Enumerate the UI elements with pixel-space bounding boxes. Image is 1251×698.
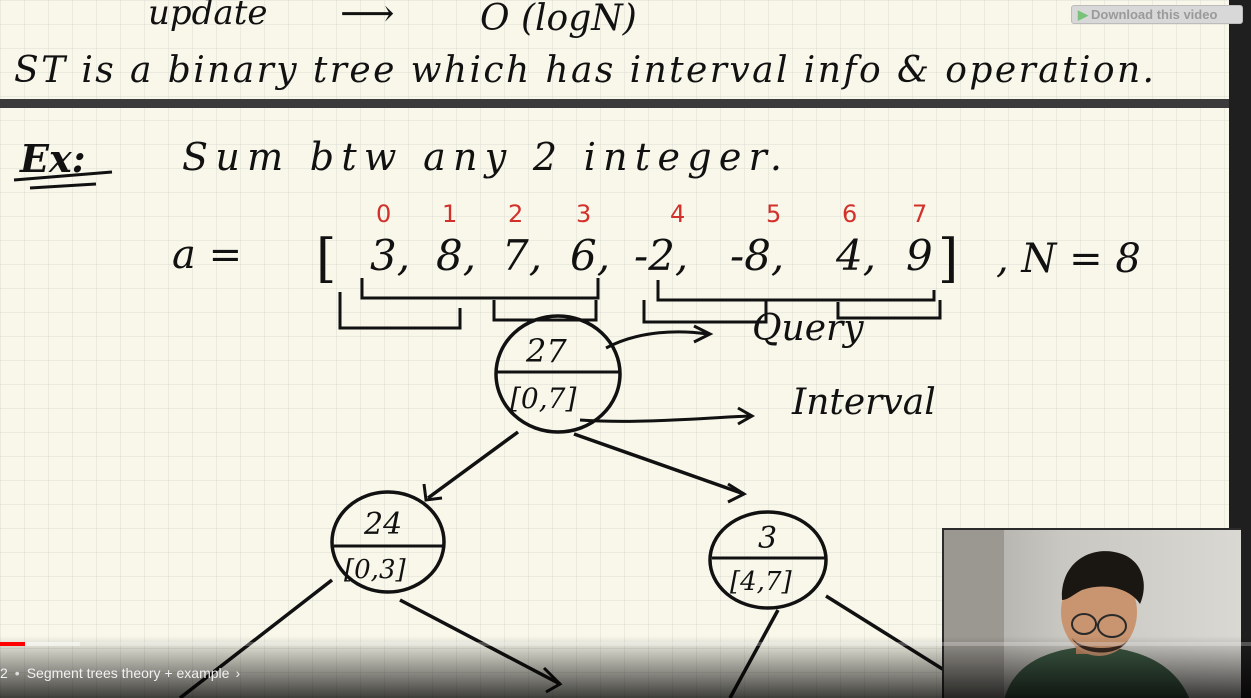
array-elements: 3, 8, 7, 6, -2, -8, 4, 9 xyxy=(370,231,933,280)
left-interval: [0,3] xyxy=(344,555,406,585)
query-arrowhead xyxy=(693,324,714,344)
n-label: , N = 8 xyxy=(996,236,1141,282)
array-element: 8, xyxy=(436,231,476,280)
query-arrow xyxy=(605,330,709,350)
definition-text: ST is a binary tree which has interval i… xyxy=(14,50,1154,91)
array-index: 7 xyxy=(912,200,927,228)
right-scrollbar-gutter xyxy=(1229,0,1251,698)
bracket-0-1 xyxy=(338,292,462,330)
download-video-button[interactable]: ▶ Download this video xyxy=(1071,5,1243,24)
array-index: 1 xyxy=(442,200,457,228)
right-interval: [4,7] xyxy=(730,567,792,597)
chapter-number: 2 xyxy=(0,665,8,681)
array-index: 5 xyxy=(766,200,781,228)
array-index: 3 xyxy=(576,200,591,228)
progress-played xyxy=(0,642,26,646)
array-open-bracket: [ xyxy=(316,229,336,289)
interval-arrowhead xyxy=(737,406,756,426)
bracket-2-3 xyxy=(492,300,598,322)
bracket-right-half xyxy=(656,280,936,302)
array-element: 9 xyxy=(906,231,933,280)
progress-bar[interactable] xyxy=(0,642,1251,646)
query-label: Query xyxy=(752,308,864,349)
bracket-left-half xyxy=(360,278,600,300)
example-label: Ex: xyxy=(19,136,86,181)
chapter-button[interactable]: 2 • Segment trees theory + example › xyxy=(0,662,240,684)
array-element: 7, xyxy=(502,231,542,280)
array-name: a = xyxy=(172,232,242,278)
progress-buffered xyxy=(0,642,81,646)
array-index: 2 xyxy=(508,200,523,228)
array-index: 6 xyxy=(842,200,857,228)
right-value: 3 xyxy=(758,521,777,556)
array-element: 6, xyxy=(570,231,610,280)
chapter-separator: • xyxy=(14,665,20,681)
player-controls-gradient xyxy=(0,636,1251,698)
array-index: 0 xyxy=(376,200,391,228)
chevron-right-icon[interactable]: › xyxy=(235,665,241,681)
tree-node-left: 24 [0,3] xyxy=(330,490,446,594)
bracket-4-5 xyxy=(642,300,768,324)
tree-node-right: 3 [4,7] xyxy=(708,510,828,610)
array-indices: 0 1 2 3 4 5 6 7 xyxy=(376,200,927,228)
array-element: -8, xyxy=(730,231,784,280)
bracket-6-7 xyxy=(836,300,942,320)
page-divider xyxy=(0,99,1251,108)
edge-root-right xyxy=(573,432,745,496)
play-triangle-icon: ▶ xyxy=(1078,6,1088,22)
update-text: update xyxy=(148,0,267,33)
array-index: 4 xyxy=(670,200,685,228)
download-label: Download this video xyxy=(1091,7,1218,22)
edge-root-left xyxy=(426,430,520,500)
chapter-title: Segment trees theory + example xyxy=(26,665,230,681)
tree-node-root: 27 [0,7] xyxy=(494,314,622,434)
root-value: 27 xyxy=(525,332,567,370)
array-element: -2, xyxy=(634,231,688,280)
array-close-bracket: ] xyxy=(938,229,958,289)
example-underline xyxy=(13,170,113,190)
complexity-text: O (logN) xyxy=(480,0,637,39)
interval-label: Interval xyxy=(791,382,936,423)
array-element: 4, xyxy=(835,231,876,280)
array-element: 3, xyxy=(370,231,410,280)
interval-arrow xyxy=(579,414,751,423)
update-arrow: ⟶ xyxy=(340,0,394,35)
left-value: 24 xyxy=(363,507,402,542)
root-interval: [0,7] xyxy=(510,382,576,415)
